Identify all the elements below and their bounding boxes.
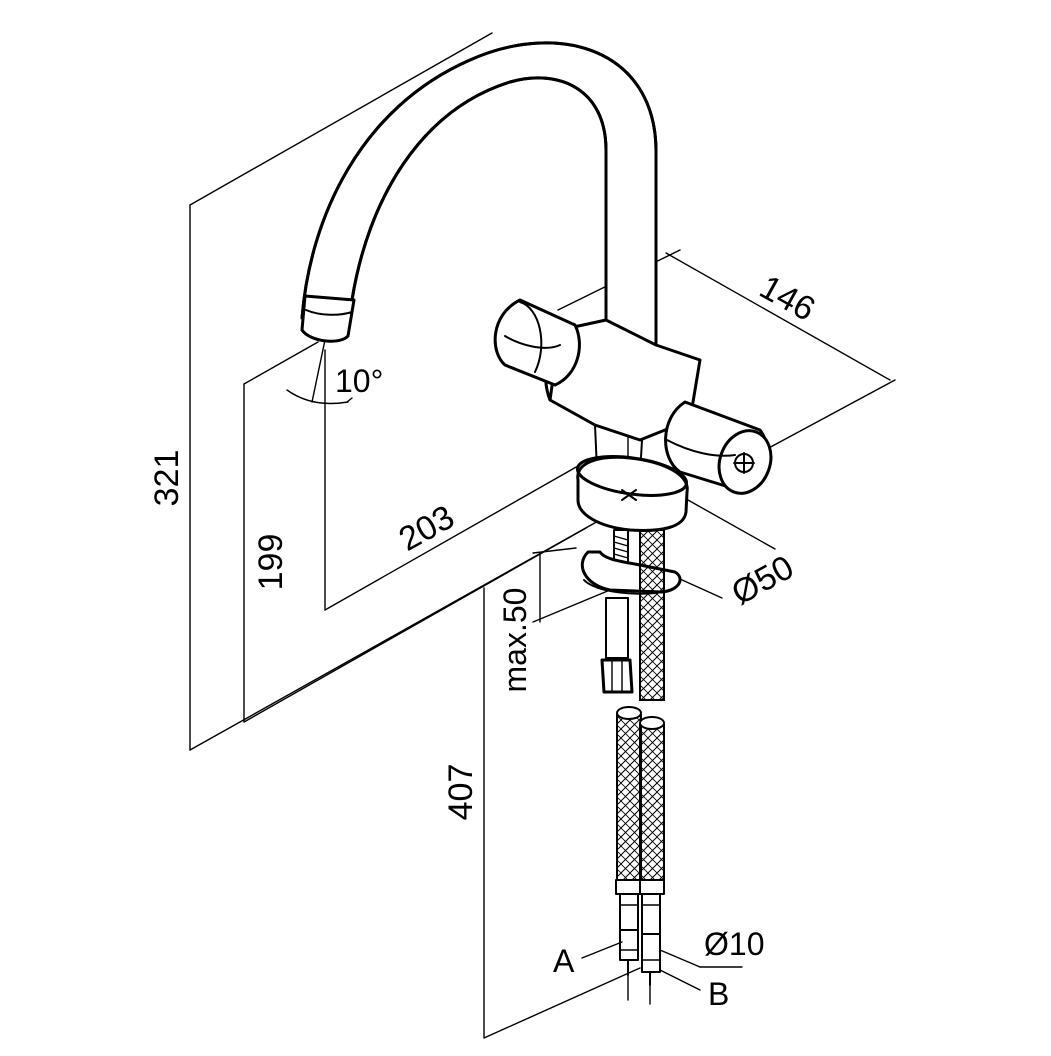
label-146: 146 <box>753 268 821 329</box>
right-handle <box>664 400 773 495</box>
dimension-lines <box>189 32 896 1039</box>
hose-left <box>616 706 642 881</box>
label-407: 407 <box>442 764 480 821</box>
label-max-50: max.50 <box>497 588 533 693</box>
label-diameter-50: Ø50 <box>725 548 800 612</box>
callout-leaders <box>581 941 743 991</box>
label-203: 203 <box>393 498 461 559</box>
label-angle-10: 10° <box>335 363 383 399</box>
label-199: 199 <box>252 534 290 591</box>
label-connection-b: B <box>708 976 729 1012</box>
spout <box>300 41 658 382</box>
hose-fittings <box>615 879 665 986</box>
left-handle <box>493 298 581 387</box>
label-321: 321 <box>148 450 186 507</box>
label-connection-a: A <box>553 943 575 979</box>
base-rosette <box>575 455 689 532</box>
label-diameter-10: Ø10 <box>704 926 764 962</box>
hose-right <box>639 529 665 881</box>
mounting-hardware <box>580 529 682 694</box>
